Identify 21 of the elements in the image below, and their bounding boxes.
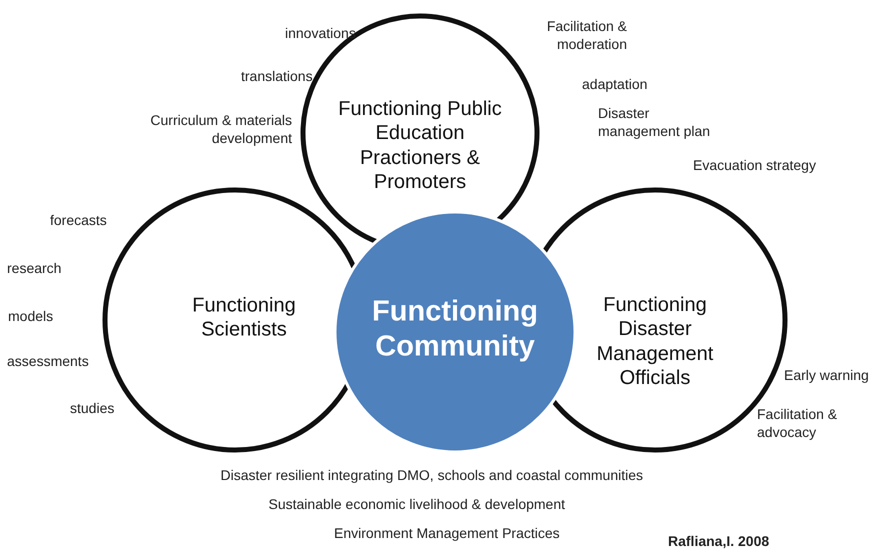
annotation-text: adaptation xyxy=(582,75,648,94)
annotation-text: Disaster management plan xyxy=(598,104,712,140)
circle-title: Functioning Scientists xyxy=(191,294,297,342)
annotation-text: Curriculum & materials development xyxy=(149,111,292,148)
circle-title: Functioning Community xyxy=(371,294,539,365)
annotation-text: Early warning xyxy=(784,366,869,384)
annotation-text: translations xyxy=(241,67,313,86)
annotation-text: research xyxy=(7,259,62,278)
annotation-text: assessments xyxy=(7,352,89,370)
annotation-text: Evacuation strategy xyxy=(693,156,816,174)
annotation-text: Facilitation & moderation xyxy=(546,17,627,54)
circle-title: Functioning Disaster Management Officials xyxy=(596,293,714,391)
annotation-text: Disaster resilient integrating DMO, schools and coastal communities xyxy=(220,466,644,484)
annotation-text: Facilitation & advocacy xyxy=(757,405,838,442)
annotation-text: Sustainable economic livelihood & development xyxy=(268,495,566,514)
annotation-text: studies xyxy=(70,399,114,418)
source-citation: Rafliana,I. 2008 xyxy=(668,532,770,550)
circle-title: Functioning Public Education Practioners & Promoters xyxy=(337,97,503,195)
annotation-text: forecasts xyxy=(50,211,107,230)
annotation-text: models xyxy=(8,307,54,326)
annotation-text: Environment Management Practices xyxy=(334,524,560,542)
